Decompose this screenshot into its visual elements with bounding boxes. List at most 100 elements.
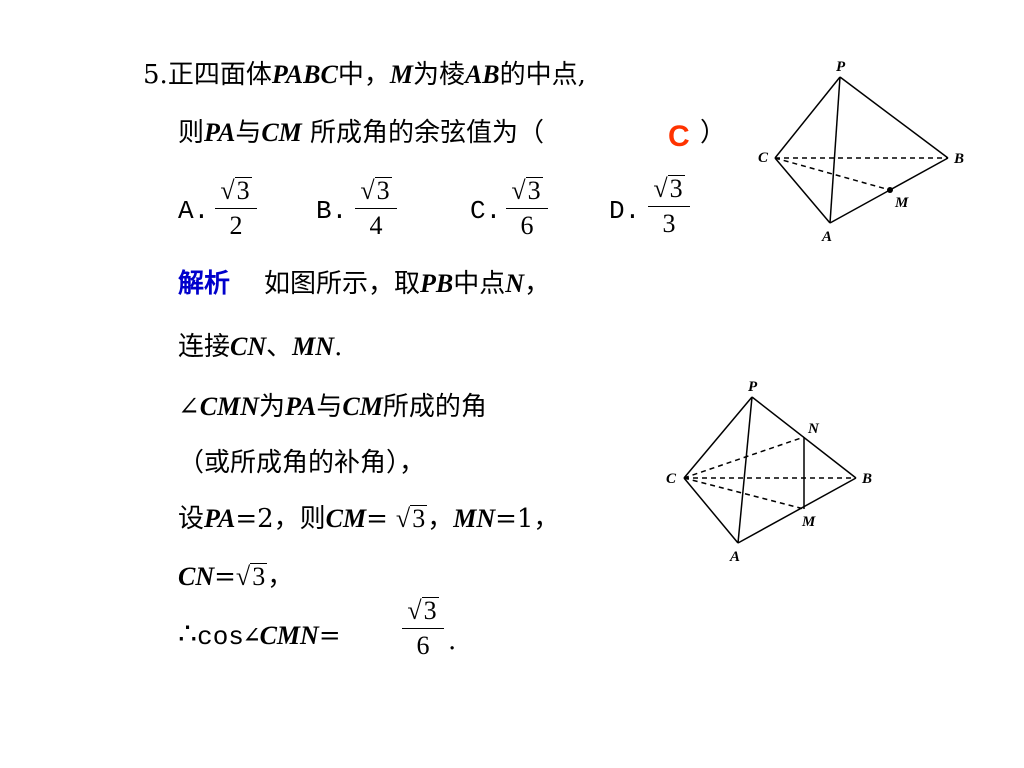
- math-var: MN: [453, 504, 496, 533]
- sqrt-3: √3: [235, 562, 268, 591]
- period: .: [448, 626, 457, 656]
- solution-line-2: 连接CN、MN.: [178, 330, 342, 364]
- option-c-num: 3: [525, 176, 543, 205]
- sqrt-3: √3: [395, 504, 428, 533]
- math-var: AB: [464, 60, 500, 89]
- option-b-label: B.: [316, 196, 348, 226]
- text: 正四面体: [167, 60, 272, 90]
- result-den: 6: [416, 631, 430, 660]
- option-a-den: 2: [229, 211, 243, 240]
- text: cos∠: [197, 622, 260, 652]
- math-var: PA: [204, 118, 236, 147]
- text: 中点: [453, 269, 506, 299]
- label-m: M: [801, 514, 816, 530]
- math-var: CM: [261, 118, 302, 147]
- label-a: A: [729, 549, 740, 565]
- text: =: [318, 621, 341, 651]
- text: 所成的角: [382, 392, 487, 422]
- text: 、: [266, 332, 293, 362]
- question-line-2: 则PA与CM 所成角的余弦值为（: [178, 116, 544, 150]
- option-b-num: 3: [374, 176, 392, 205]
- math-var: PA: [204, 504, 236, 533]
- text: 连接: [178, 332, 231, 362]
- label-c: C: [666, 471, 677, 487]
- segment-cm: [774, 157, 891, 191]
- label-b: B: [861, 471, 872, 487]
- label-p: P: [836, 59, 846, 75]
- option-c-fraction: √3 6: [506, 176, 548, 241]
- math-var: CMN: [199, 392, 260, 421]
- paren-close: ）: [700, 118, 727, 148]
- text: 为: [259, 392, 286, 422]
- option-b-fraction: √3 4: [355, 176, 397, 241]
- label-b: B: [953, 151, 964, 167]
- text: 与: [316, 392, 343, 422]
- text: 如图所示，取: [264, 269, 421, 299]
- text: .: [334, 332, 343, 362]
- question-number: 5.: [143, 60, 168, 90]
- text: ，: [267, 562, 294, 592]
- text: 中，: [337, 60, 390, 90]
- option-a-label: A.: [178, 196, 210, 226]
- option-c-den: 6: [520, 211, 534, 240]
- text: 为棱: [412, 60, 465, 90]
- label-n: N: [807, 421, 820, 437]
- math-var: CN: [230, 332, 267, 361]
- edge-pc: [683, 396, 753, 479]
- solution-line-3: ∠CMN为PA与CM所成的角: [178, 390, 487, 424]
- label-a: A: [821, 229, 832, 245]
- text: =: [214, 562, 236, 592]
- edge-pa: [829, 76, 841, 224]
- math-var: PA: [285, 392, 317, 421]
- option-a-num: 3: [234, 176, 252, 205]
- solution-line-7: ∴cos∠CMN=: [178, 618, 341, 654]
- option-d-fraction: √3 3: [648, 174, 690, 239]
- math-var: MN: [292, 332, 335, 361]
- text: 设: [178, 504, 205, 534]
- answer-badge: C: [668, 120, 690, 153]
- option-d-num: 3: [667, 174, 685, 203]
- option-a-fraction: √3 2: [215, 176, 257, 241]
- solution-line-6: CN=√3，: [178, 560, 293, 594]
- solution-line-5: 设PA=2，则CM=√3，MN=1，: [178, 502, 559, 536]
- segment-cm: [683, 477, 805, 510]
- math-var: N: [505, 269, 525, 298]
- question-line-1: 5.正四面体PABC中，M为棱AB的中点,: [143, 58, 586, 92]
- solution-line-1: 解析 如图所示，取PB中点N，: [178, 267, 550, 301]
- label-m: M: [894, 195, 909, 211]
- edge-pc: [774, 76, 841, 159]
- edge-pa: [737, 396, 753, 544]
- text: 的中点,: [499, 60, 586, 90]
- text: =2，则: [235, 504, 326, 534]
- option-d-den: 3: [662, 209, 676, 238]
- math-var: CN: [178, 562, 215, 591]
- tetrahedron-figure-2: P N C B M A: [666, 379, 872, 565]
- text: ，: [524, 269, 551, 299]
- text: 所成角的余弦值为（: [301, 118, 545, 148]
- result-num: 3: [421, 596, 439, 625]
- text: 与: [235, 118, 262, 148]
- solution-tag: 解析: [178, 269, 231, 299]
- point-m: [887, 187, 893, 193]
- segment-cn: [683, 436, 805, 479]
- edge-ca: [774, 157, 831, 224]
- text: =1，: [495, 504, 560, 534]
- math-var: PABC: [271, 60, 338, 89]
- edge-pb: [839, 76, 949, 159]
- therefore-symbol: ∴: [178, 617, 198, 652]
- text: 则: [178, 118, 205, 148]
- edge-ca: [683, 477, 739, 544]
- angle-symbol: ∠: [178, 392, 200, 422]
- result-fraction: √3 6: [402, 596, 444, 661]
- math-var: M: [389, 60, 413, 89]
- edge-ab: [737, 477, 857, 544]
- label-p: P: [748, 379, 758, 395]
- text: =: [366, 504, 388, 534]
- math-var: CMN: [259, 621, 319, 650]
- math-var: CM: [342, 392, 383, 421]
- text: ，: [427, 504, 454, 534]
- label-c: C: [758, 150, 769, 166]
- option-c-label: C.: [470, 196, 502, 226]
- math-var: PB: [420, 269, 454, 298]
- math-var: CM: [325, 504, 367, 533]
